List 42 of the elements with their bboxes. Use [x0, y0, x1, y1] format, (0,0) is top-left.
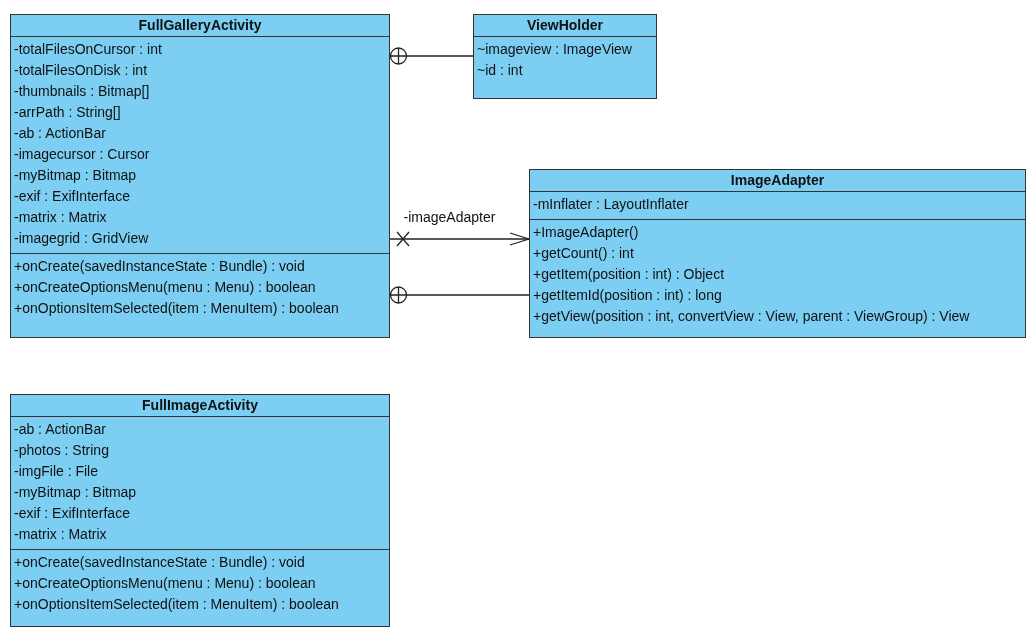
- operation: +getView(position : int, convertView : View, parent : ViewGroup) : View: [533, 307, 970, 326]
- class-name: FullGalleryActivity: [138, 17, 262, 33]
- attribute: -matrix : Matrix: [14, 208, 107, 227]
- operation: +onOptionsItemSelected(item : MenuItem) : boolean: [14, 595, 339, 614]
- attribute: -matrix : Matrix: [14, 525, 107, 544]
- operation: +ImageAdapter(): [533, 223, 639, 242]
- operation: +onCreate(savedInstanceState : Bundle) : void: [14, 553, 305, 572]
- class-box: [10, 394, 390, 627]
- attribute: -exif : ExifInterface: [14, 187, 130, 206]
- attribute: -totalFilesOnDisk : int: [14, 61, 148, 80]
- attribute: -arrPath : String[]: [14, 103, 121, 122]
- operation: +onCreate(savedInstanceState : Bundle) : void: [14, 257, 305, 276]
- attribute: -myBitmap : Bitmap: [14, 483, 137, 502]
- operation: +onOptionsItemSelected(item : MenuItem) : boolean: [14, 299, 339, 318]
- containment-connector: [389, 286, 530, 304]
- class-name: ImageAdapter: [730, 172, 825, 188]
- class-box: [10, 14, 390, 338]
- attribute: -myBitmap : Bitmap: [14, 166, 137, 185]
- class-box: [473, 14, 657, 99]
- class-name: ViewHolder: [527, 17, 603, 33]
- attribute: -totalFilesOnCursor : int: [14, 40, 162, 59]
- attribute: -ab : ActionBar: [14, 420, 106, 439]
- attribute: -imgFile : File: [14, 462, 98, 481]
- operation: +getCount() : int: [533, 244, 634, 263]
- attribute: ~imageview : ImageView: [477, 40, 632, 59]
- class-name: FullImageActivity: [142, 397, 258, 413]
- attribute: -photos : String: [14, 441, 109, 460]
- attribute: -ab : ActionBar: [14, 124, 106, 143]
- attribute: -exif : ExifInterface: [14, 504, 130, 523]
- association-arrow: [389, 232, 530, 246]
- attribute: ~id : int: [477, 61, 523, 80]
- edge-label: -imageAdapter: [401, 209, 498, 225]
- operation: +onCreateOptionsMenu(menu : Menu) : boolean: [14, 278, 316, 297]
- attribute: -imagegrid : GridView: [14, 229, 149, 248]
- attribute: -thumbnails : Bitmap[]: [14, 82, 150, 101]
- operation: +getItem(position : int) : Object: [533, 265, 725, 284]
- class-box: [529, 169, 1026, 338]
- attribute: -mInflater : LayoutInflater: [533, 195, 689, 214]
- attribute: -imagecursor : Cursor: [14, 145, 150, 164]
- operation: +onCreateOptionsMenu(menu : Menu) : boolean: [14, 574, 316, 593]
- operation: +getItemId(position : int) : long: [533, 286, 722, 305]
- containment-connector: [389, 47, 474, 65]
